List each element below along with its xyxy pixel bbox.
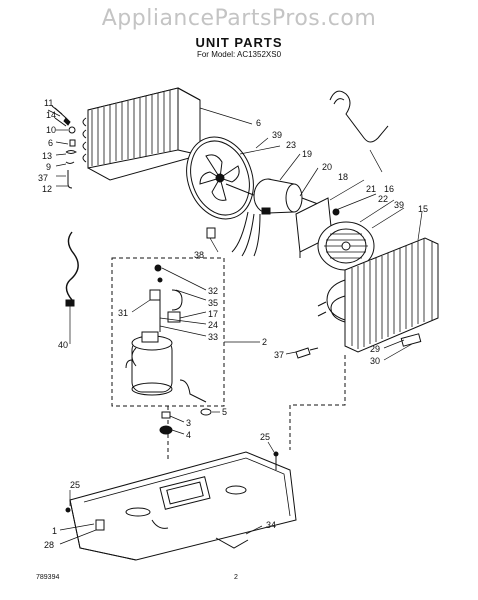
callout-24: 24 xyxy=(208,320,218,330)
callout-1: 1 xyxy=(52,526,57,536)
callout-6-right: 6 xyxy=(256,118,261,128)
callout-33: 33 xyxy=(208,332,218,342)
callout-29: 29 xyxy=(370,344,380,354)
callout-17: 17 xyxy=(208,309,218,319)
leader-lines xyxy=(47,107,423,545)
callout-11: 11 xyxy=(44,98,53,108)
blower-wheel xyxy=(186,136,257,220)
base-pan xyxy=(65,451,297,561)
callout-15: 15 xyxy=(418,204,428,214)
dashed-leader-condenser-base xyxy=(289,355,346,450)
document-number: 789394 xyxy=(36,574,60,581)
callout-12: 12 xyxy=(42,184,52,194)
callout-37-left: 37 xyxy=(38,173,48,183)
clip-spring xyxy=(329,90,389,143)
callout-18: 18 xyxy=(338,172,348,182)
page-number: 2 xyxy=(234,574,238,581)
condenser-coil xyxy=(317,237,439,353)
callout-16: 16 xyxy=(384,184,394,194)
callout-14: 14 xyxy=(46,110,56,120)
callout-38: 38 xyxy=(194,250,204,260)
compressor xyxy=(125,264,207,403)
condenser-fittings xyxy=(295,347,319,359)
evaporator-fittings xyxy=(51,105,77,189)
callout-34: 34 xyxy=(266,520,276,530)
callout-28: 28 xyxy=(44,540,54,550)
callout-30: 30 xyxy=(370,356,380,366)
callout-32: 32 xyxy=(208,286,218,296)
callout-25-left: 25 xyxy=(70,480,80,490)
small-clip xyxy=(206,227,216,239)
callout-10: 10 xyxy=(46,125,56,135)
callout-labels: 11 14 10 6 13 9 37 12 6 39 23 19 20 18 2… xyxy=(38,98,428,550)
callout-39-top: 39 xyxy=(272,130,282,140)
callout-37-right: 37 xyxy=(274,350,284,360)
callout-31: 31 xyxy=(118,308,128,318)
fan-motor xyxy=(231,178,319,257)
callout-3: 3 xyxy=(186,418,191,428)
model-subtitle: For Model: AC1352XS0 xyxy=(196,50,282,59)
callout-5: 5 xyxy=(222,407,227,417)
callout-13: 13 xyxy=(42,151,52,161)
watermark-logo: AppliancePartsPros.com xyxy=(101,6,377,31)
callout-39-right: 39 xyxy=(394,200,404,210)
callout-2: 2 xyxy=(262,337,267,347)
evaporator-coil xyxy=(82,87,201,181)
callout-25-right: 25 xyxy=(260,432,270,442)
callout-23: 23 xyxy=(286,140,296,150)
callout-19: 19 xyxy=(302,149,312,159)
callout-40: 40 xyxy=(58,340,68,350)
callout-22: 22 xyxy=(378,194,388,204)
callout-35: 35 xyxy=(208,298,218,308)
callout-9: 9 xyxy=(46,162,51,172)
callout-21: 21 xyxy=(366,184,376,194)
power-cord xyxy=(65,231,79,307)
callout-4: 4 xyxy=(186,430,191,440)
callout-6-left: 6 xyxy=(48,138,53,148)
page-title: UNIT PARTS xyxy=(195,35,283,50)
callout-20: 20 xyxy=(322,162,332,172)
